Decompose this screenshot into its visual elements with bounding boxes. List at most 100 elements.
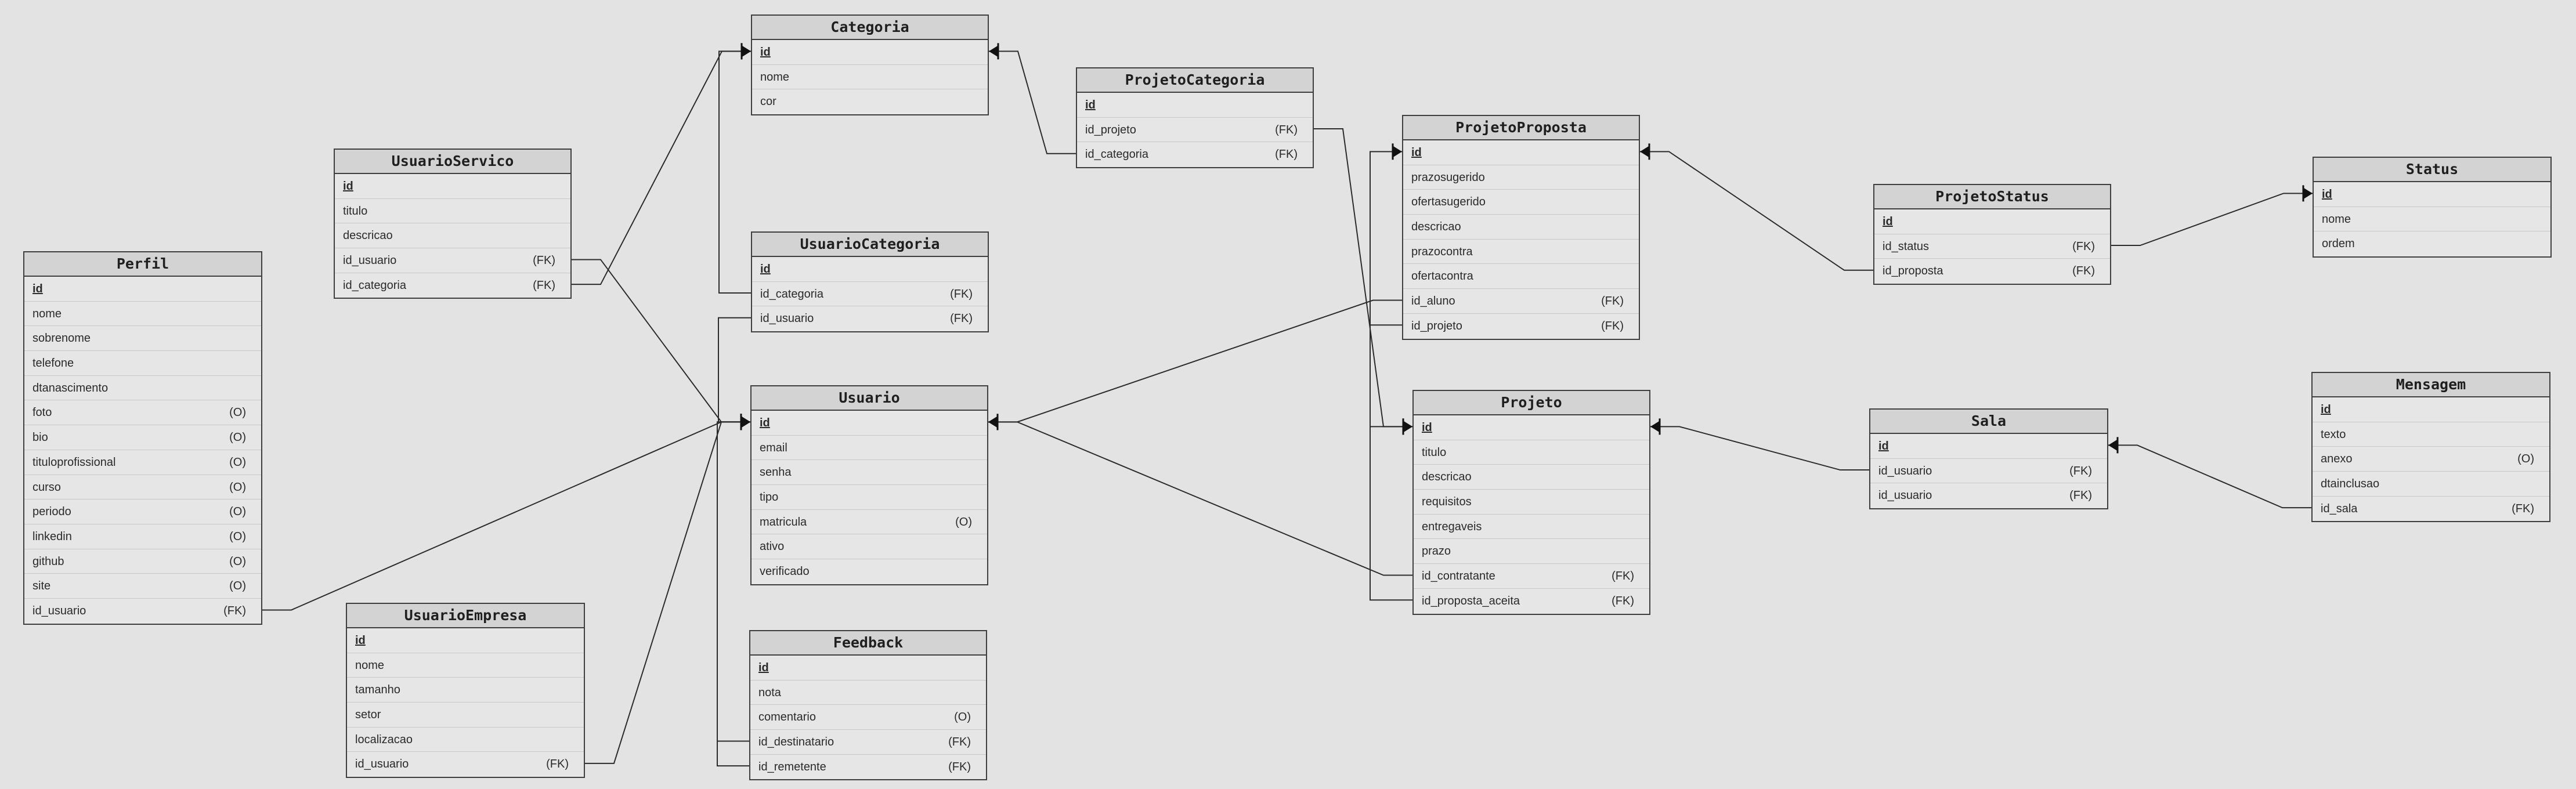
attribute-row: sobrenome [24,326,261,352]
attribute-row: entregaveis [1414,515,1649,540]
attribute-name: setor [355,708,381,722]
attribute-name: curso [32,480,61,494]
attribute-tag: (O) [2517,453,2534,466]
attribute-row: prazo [1414,539,1649,564]
attribute-name: id_destinatario [758,736,834,749]
attribute-row: cor [752,89,988,114]
attribute-name: ordem [2322,237,2355,251]
relationship-line [988,299,1402,423]
attribute-row: nota [750,681,986,705]
attribute-row: id_usuario(FK) [1870,483,2107,508]
attribute-name: tamanho [355,683,400,697]
attribute-tag: (FK) [2072,240,2095,253]
attribute-name: id_projeto [1411,319,1462,332]
attribute-row: titulo [335,199,570,224]
arrowhead-icon [988,416,998,428]
attribute-name: site [32,580,51,593]
attribute-name: id_remetente [758,760,826,773]
attribute-tag: (FK) [2069,489,2092,502]
attribute-tag: (O) [955,515,972,529]
attribute-row: tituloprofissional(O) [24,450,261,475]
primary-key-name: id [32,283,43,295]
attribute-name: linkedin [32,530,72,543]
entity-title: Mensagem [2313,373,2549,397]
attribute-row: comentario(O) [750,705,986,730]
attribute-row: ativo [752,534,987,560]
primary-key-name: id [1411,146,1422,159]
attribute-tag: (FK) [1612,570,1634,583]
attribute-row: id_categoria(FK) [1077,142,1313,167]
entity-title: Sala [1870,410,2107,434]
attribute-name: prazo [1422,545,1451,558]
relationship-line [717,421,750,767]
attribute-row: periodo(O) [24,500,261,524]
attribute-name: descricao [1422,470,1472,484]
attribute-tag: (O) [954,711,971,724]
attribute-row: id_proposta(FK) [1874,259,2110,284]
attribute-row: ofertasugerido [1403,190,1639,215]
attribute-row: id [752,411,987,436]
primary-key-name: id [1085,99,1096,111]
attribute-row: anexo(O) [2313,447,2549,472]
attribute-row: curso(O) [24,475,261,500]
attribute-row: dtanascimento [24,376,261,401]
attribute-row: tipo [752,485,987,510]
attribute-name: github [32,555,64,568]
entity-title: UsuarioCategoria [752,233,988,257]
attribute-name: email [760,441,787,454]
attribute-name: id_projeto [1085,123,1136,136]
attribute-row: site(O) [24,574,261,599]
attribute-name: nome [355,658,385,672]
attribute-row: descricao [1414,465,1649,490]
relationship-line [1314,128,1412,428]
attribute-name: id_usuario [760,312,814,325]
attribute-name: localizacao [355,733,413,746]
attribute-row: texto [2313,422,2549,447]
attribute-row: id [752,40,988,65]
attribute-name: requisitos [1422,495,1472,509]
attribute-row: id [1874,209,2110,234]
attribute-row: descricao [335,223,570,249]
attribute-name: matricula [760,515,807,529]
primary-key-name: id [760,417,770,429]
attribute-row: id_categoria(FK) [752,282,988,307]
attribute-row: requisitos [1414,490,1649,515]
entity-title: Feedback [750,631,986,656]
attribute-tag: (O) [229,555,246,568]
attribute-row: id [1870,434,2107,459]
arrowhead-icon [2108,439,2118,451]
attribute-row: foto(O) [24,400,261,426]
attribute-name: id_usuario [1878,464,1932,477]
attribute-row: nome [347,653,584,678]
entity-title: Projeto [1414,391,1649,415]
attribute-row: id [1414,415,1649,440]
relationship-line [572,50,751,285]
arrowhead-icon [989,45,998,57]
arrowhead-icon [2303,187,2313,200]
entity-title: Status [2314,158,2550,182]
attribute-name: periodo [32,505,71,519]
attribute-name: id_categoria [1085,148,1148,161]
attribute-row: nome [2314,207,2550,232]
attribute-row: id_usuario(FK) [335,248,570,273]
attribute-name: id_proposta_aceita [1422,594,1520,607]
attribute-row: id_usuario(FK) [1870,459,2107,484]
attribute-name: nome [32,307,62,320]
attribute-row: id [2314,182,2550,207]
entity-title: Usuario [752,386,987,411]
attribute-name: id_categoria [343,278,406,292]
